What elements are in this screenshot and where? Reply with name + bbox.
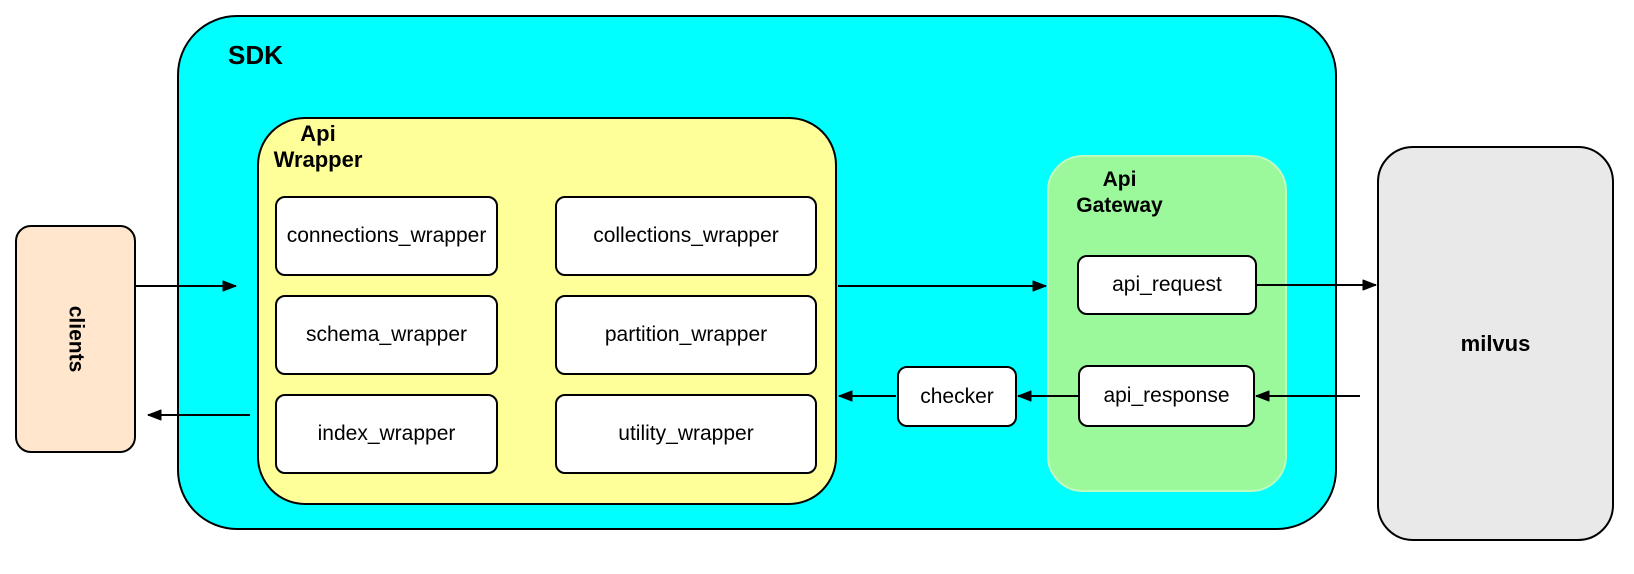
connections-wrapper-box: connections_wrapper [275, 196, 498, 276]
api-request-box: api_request [1077, 255, 1257, 315]
sdk-group-label: SDK [228, 40, 283, 70]
api-gateway-group-box [1047, 155, 1287, 492]
schema-wrapper-box: schema_wrapper [275, 295, 498, 375]
collections-wrapper-box: collections_wrapper [555, 196, 817, 276]
utility-wrapper-box: utility_wrapper [555, 394, 817, 474]
index-wrapper-box: index_wrapper [275, 394, 498, 474]
api-wrapper-label-line1: Api [300, 121, 336, 146]
api-gateway-label-line1: Api [1102, 168, 1137, 191]
api-wrapper-label-line2: Wrapper [273, 147, 363, 172]
api-response-box: api_response [1078, 365, 1255, 427]
checker-box: checker [897, 366, 1017, 427]
api-wrapper-group-label: Api Wrapper [258, 121, 378, 173]
milvus-box: milvus [1377, 146, 1614, 541]
clients-label: clients [64, 305, 88, 373]
partition-wrapper-box: partition_wrapper [555, 295, 817, 375]
api-gateway-group-label: Api Gateway [1057, 167, 1182, 219]
api-gateway-label-line2: Gateway [1076, 194, 1163, 217]
clients-box: clients [15, 225, 136, 453]
